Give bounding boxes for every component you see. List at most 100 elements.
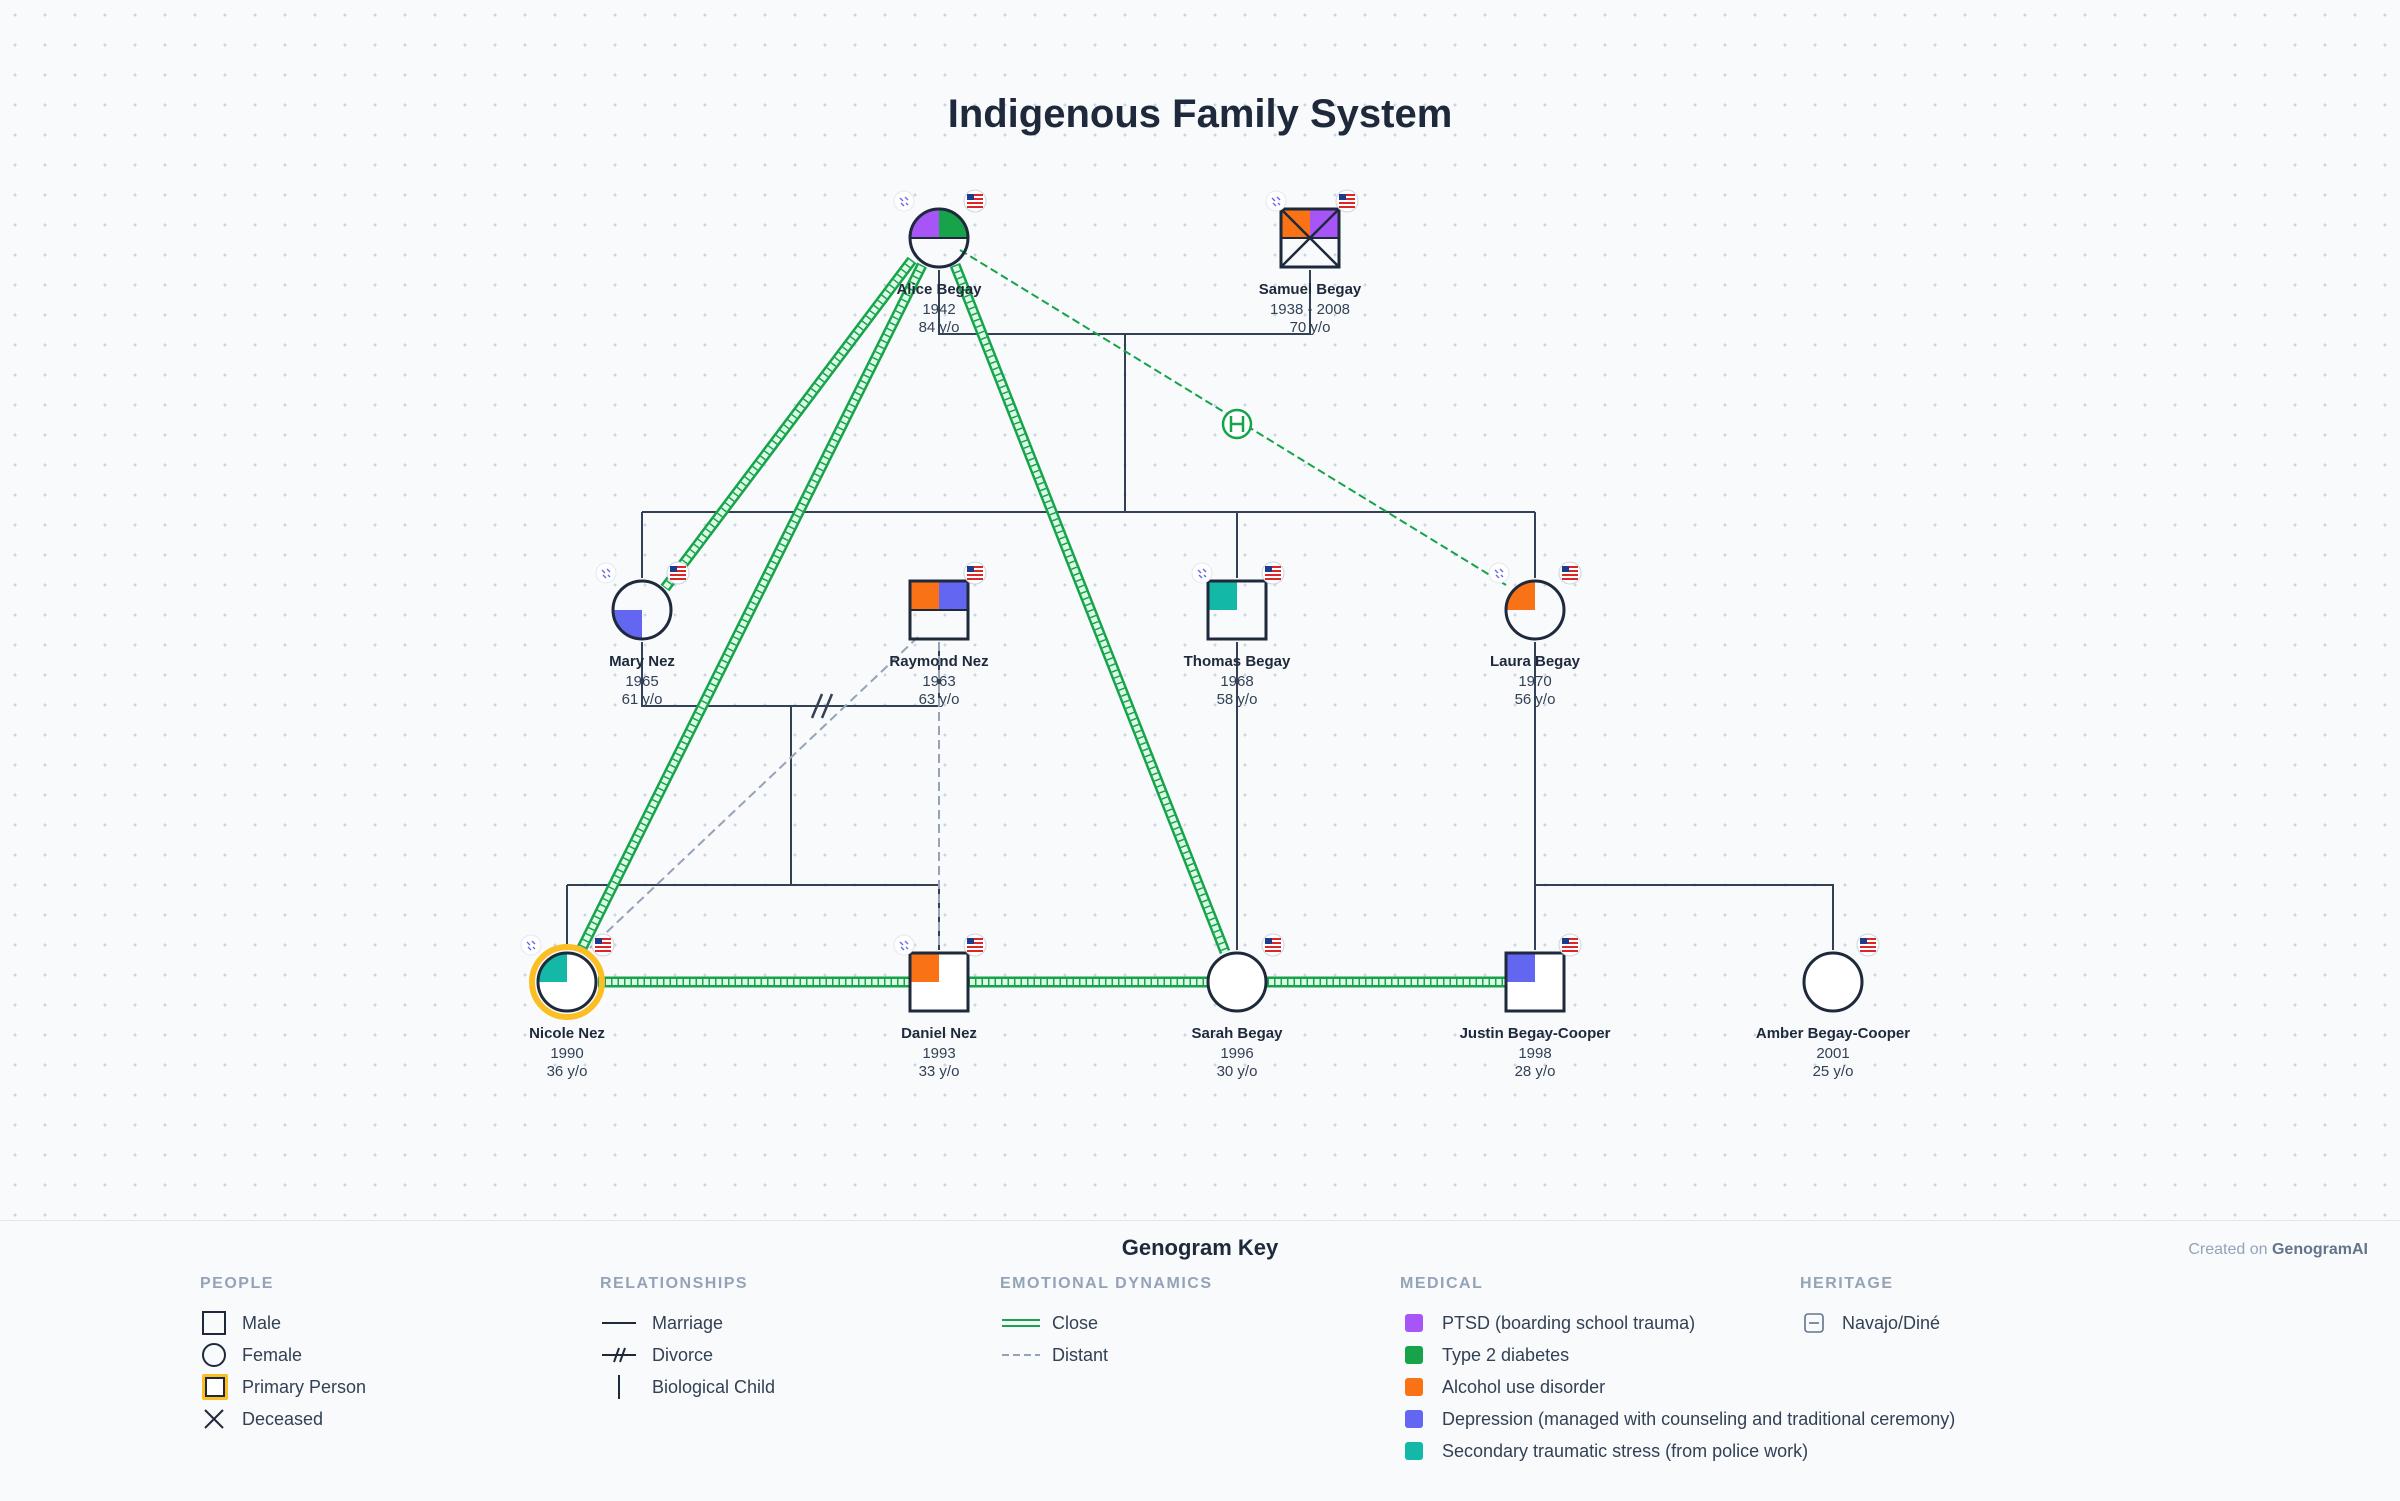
us-flag-icon (1261, 561, 1285, 585)
person-years: 1963 (922, 673, 955, 690)
diabetes-swatch (1405, 1346, 1423, 1364)
us-flag-icon (1558, 561, 1582, 585)
us-flag-icon (963, 189, 987, 213)
key-distant: Distant (1000, 1339, 1212, 1371)
family-lines (566, 270, 1834, 950)
person-years: 1942 (922, 301, 955, 318)
close-alice-nicole (575, 262, 927, 955)
us-flag-icon (963, 933, 987, 957)
male-square-icon (200, 1309, 228, 1337)
key-emotional: EMOTIONAL DYNAMICS Close Distant (1000, 1275, 1212, 1371)
ptsd-swatch (1405, 1314, 1423, 1332)
person-laura-begay[interactable]: Laura Begay 1970 56 y/o (1488, 561, 1582, 708)
distant-raymond-nicole (589, 636, 919, 949)
depression-swatch (1405, 1410, 1423, 1428)
key-heading: HERITAGE (1800, 1275, 1894, 1292)
key-medical-item: PTSD (boarding school trauma) (1400, 1307, 1955, 1339)
person-name: Mary Nez (609, 653, 675, 670)
key-heading: RELATIONSHIPS (600, 1275, 749, 1292)
person-age: 30 y/o (1217, 1063, 1258, 1080)
marriage-line-alice-samuel (938, 270, 1311, 335)
heritage-icon (520, 934, 542, 956)
person-name: Alice Begay (896, 281, 982, 298)
person-age: 36 y/o (547, 1063, 588, 1080)
distant-lines (589, 636, 940, 950)
person-age: 25 y/o (1813, 1063, 1854, 1080)
distant-line-icon (1000, 1341, 1042, 1369)
person-daniel-nez[interactable]: Daniel Nez 1993 33 y/o (893, 933, 987, 1080)
person-age: 33 y/o (919, 1063, 960, 1080)
person-sarah-begay[interactable]: Sarah Begay 1996 30 y/o (1192, 933, 1285, 1080)
primary-person-icon (200, 1373, 228, 1401)
female-circle-icon (200, 1341, 228, 1369)
person-years: 1970 (1518, 673, 1551, 690)
genogram-canvas: Alice Begay 1942 84 y/o Samuel Begay 193… (520, 189, 1910, 1080)
us-flag-icon (1335, 189, 1359, 213)
alcohol-swatch (1405, 1378, 1423, 1396)
key-deceased: Deceased (200, 1403, 366, 1435)
close-alice-sarah (949, 262, 1231, 955)
sts-swatch (1405, 1442, 1423, 1460)
child-line-nez (566, 706, 939, 950)
person-name: Daniel Nez (901, 1025, 977, 1042)
deceased-x-icon (200, 1405, 228, 1433)
person-samuel-begay[interactable]: Samuel Begay 1938 - 2008 70 y/o (1259, 189, 1362, 336)
person-years: 1965 (625, 673, 658, 690)
heritage-icon (595, 562, 617, 584)
person-years: 1968 (1220, 673, 1253, 690)
divorce-marks (810, 693, 834, 719)
genogram-key: Genogram Key Created on GenogramAI PEOPL… (0, 1220, 2400, 1501)
marriage-line-mary-raymond (641, 642, 940, 707)
heritage-icon (893, 934, 915, 956)
child-line-gen1 (641, 334, 1536, 578)
key-relationships: RELATIONSHIPS Marriage Divorce Biologica… (600, 1275, 775, 1403)
key-title: Genogram Key (1121, 1235, 1279, 1260)
page-title: Indigenous Family System (947, 92, 1453, 136)
person-nicole-nez[interactable]: Nicole Nez 1990 36 y/o (520, 933, 615, 1080)
us-flag-icon (1558, 933, 1582, 957)
person-name: Laura Begay (1490, 653, 1581, 670)
person-name: Justin Begay-Cooper (1460, 1025, 1611, 1042)
key-primary: Primary Person (200, 1371, 366, 1403)
key-heritage-item: Navajo/Diné (1800, 1307, 1940, 1339)
person-thomas-begay[interactable]: Thomas Begay 1968 58 y/o (1184, 561, 1291, 708)
key-marriage: Marriage (600, 1307, 775, 1339)
heritage-icon (893, 190, 915, 212)
person-age: 70 y/o (1290, 319, 1331, 336)
person-age: 84 y/o (919, 319, 960, 336)
person-years: 1990 (550, 1045, 583, 1062)
key-divorce: Divorce (600, 1339, 775, 1371)
us-flag-icon (1856, 933, 1880, 957)
key-medical-item: Depression (managed with counseling and … (1400, 1403, 1955, 1435)
person-years: 1996 (1220, 1045, 1253, 1062)
person-age: 28 y/o (1515, 1063, 1556, 1080)
close-line-icon (1000, 1309, 1042, 1337)
key-people: PEOPLE Male Female Primary Person Deceas… (200, 1275, 366, 1435)
person-age: 63 y/o (919, 691, 960, 708)
key-close: Close (1000, 1307, 1212, 1339)
heritage-icon (1265, 190, 1287, 212)
child-line-laura (1534, 642, 1834, 950)
person-years: 1993 (922, 1045, 955, 1062)
key-male: Male (200, 1307, 366, 1339)
key-bio-child: Biological Child (600, 1371, 775, 1403)
credit-brand[interactable]: GenogramAI (2271, 1241, 2368, 1258)
person-raymond-nez[interactable]: Raymond Nez 1963 63 y/o (889, 561, 989, 708)
person-years: 1998 (1518, 1045, 1551, 1062)
us-flag-icon (1261, 933, 1285, 957)
key-medical-item: Alcohol use disorder (1400, 1371, 1955, 1403)
person-justin-begay-cooper[interactable]: Justin Begay-Cooper 1998 28 y/o (1460, 933, 1611, 1080)
key-heading: EMOTIONAL DYNAMICS (1000, 1275, 1213, 1292)
person-alice-begay[interactable]: Alice Begay 1942 84 y/o (893, 189, 987, 336)
heritage-icon (1488, 562, 1510, 584)
credit: Created on GenogramAI (2188, 1241, 2368, 1259)
us-flag-icon (591, 933, 615, 957)
child-line-icon (600, 1373, 638, 1401)
person-name: Samuel Begay (1259, 281, 1362, 298)
person-mary-nez[interactable]: Mary Nez 1965 61 y/o (595, 561, 690, 708)
key-heading: PEOPLE (200, 1275, 274, 1292)
person-years: 1938 - 2008 (1270, 301, 1350, 318)
person-name: Raymond Nez (889, 653, 988, 670)
person-age: 56 y/o (1515, 691, 1556, 708)
person-amber-begay-cooper[interactable]: Amber Begay-Cooper 2001 25 y/o (1756, 933, 1910, 1080)
